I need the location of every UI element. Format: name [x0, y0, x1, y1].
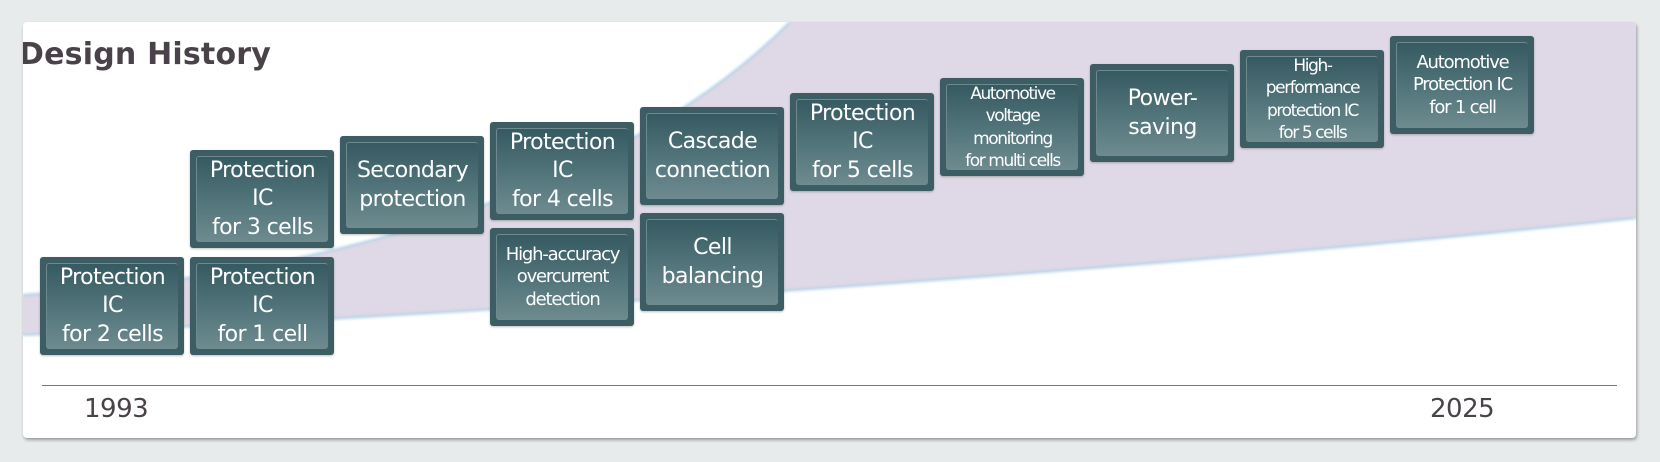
- milestone-label: High-performance protection IC for 5 cel…: [1246, 56, 1378, 143]
- milestone-box: Cell balancing: [640, 213, 784, 311]
- milestone-box: Automotive Protection IC for 1 cell: [1390, 36, 1534, 134]
- milestone-label: Protection IC for 3 cells: [196, 156, 328, 242]
- milestone-box: Power-saving: [1090, 64, 1234, 162]
- milestone-label: Power-saving: [1096, 70, 1228, 156]
- milestone-box: Protection IC for 5 cells: [790, 93, 934, 191]
- milestone-box: Cascade connection: [640, 107, 784, 205]
- milestone-label: Protection IC for 5 cells: [796, 99, 928, 185]
- start-year-label: 1993: [84, 394, 149, 424]
- milestone-box: Protection IC for 2 cells: [40, 257, 184, 355]
- milestone-box: Secondary protection: [340, 136, 484, 234]
- milestone-label: Protection IC for 2 cells: [46, 263, 178, 349]
- design-history-card: Design History Protection IC for 2 cells…: [23, 22, 1636, 438]
- milestone-label: Protection IC for 1 cell: [196, 263, 328, 349]
- milestone-label: Protection IC for 4 cells: [496, 128, 628, 214]
- milestone-box: Protection IC for 1 cell: [190, 257, 334, 355]
- milestone-label: Automotive Protection IC for 1 cell: [1396, 42, 1528, 128]
- milestone-label: Automotive voltage monitoring for multi …: [946, 84, 1078, 171]
- page-title: Design History: [23, 37, 272, 72]
- end-year-label: 2025: [1430, 394, 1495, 424]
- milestone-label: Cell balancing: [646, 219, 778, 305]
- milestone-box: Protection IC for 3 cells: [190, 150, 334, 248]
- milestone-label: Cascade connection: [646, 113, 778, 199]
- timeline-axis: [42, 385, 1617, 386]
- milestone-label: High-accuracy overcurrent detection: [496, 234, 628, 320]
- milestone-box: Automotive voltage monitoring for multi …: [940, 78, 1084, 176]
- milestone-box: High-accuracy overcurrent detection: [490, 228, 634, 326]
- milestone-box: High-performance protection IC for 5 cel…: [1240, 50, 1384, 148]
- milestone-box: Protection IC for 4 cells: [490, 122, 634, 220]
- milestone-label: Secondary protection: [346, 142, 478, 228]
